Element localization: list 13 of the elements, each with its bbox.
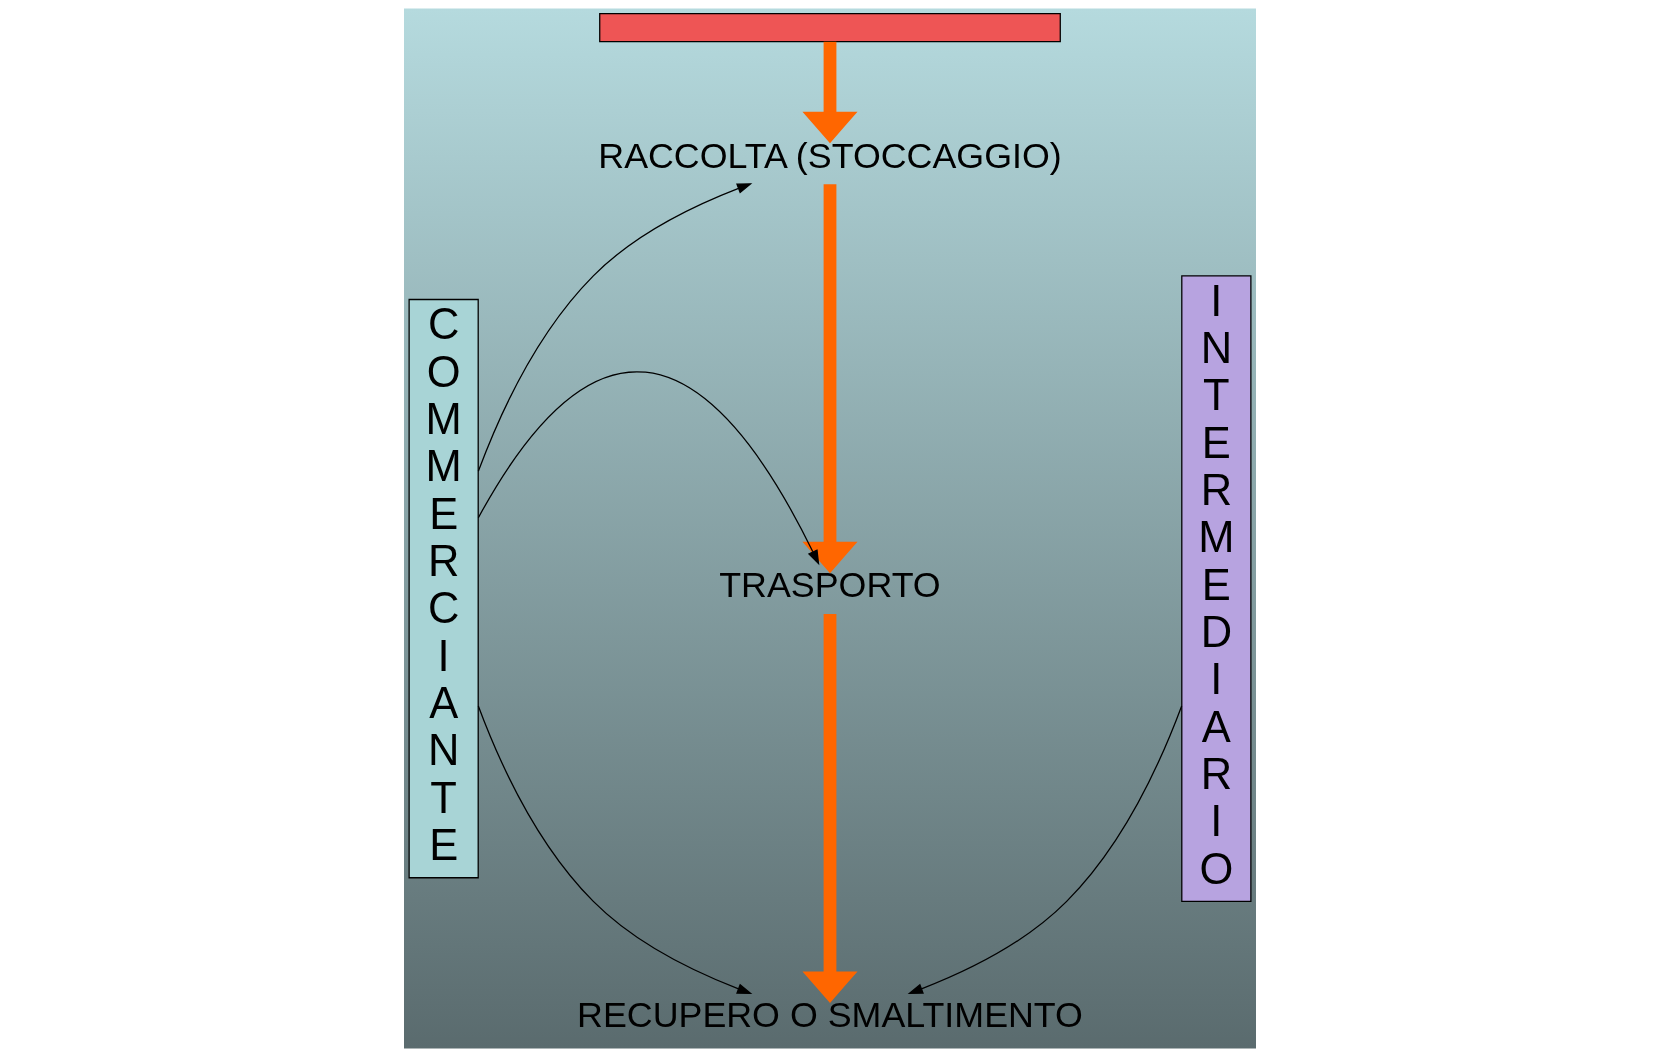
arrow: [801, 614, 858, 1003]
node-text: RECUPERO O SMALTIMENTO: [576, 995, 1083, 1036]
node-box: [598, 12, 1061, 43]
node-text: TRASPORTO: [718, 565, 941, 606]
node-text: RACCOLTA (STOCCAGGIO): [597, 135, 1062, 176]
arrow: [802, 41, 857, 144]
arrow: [801, 184, 858, 574]
arrow: [477, 371, 819, 566]
node-box: INTERMEDIARIO: [1180, 275, 1252, 903]
arrow: [477, 705, 752, 995]
arrow: [907, 705, 1182, 995]
node-box: COMMERCIANTE: [408, 298, 479, 879]
arrow: [477, 183, 752, 472]
